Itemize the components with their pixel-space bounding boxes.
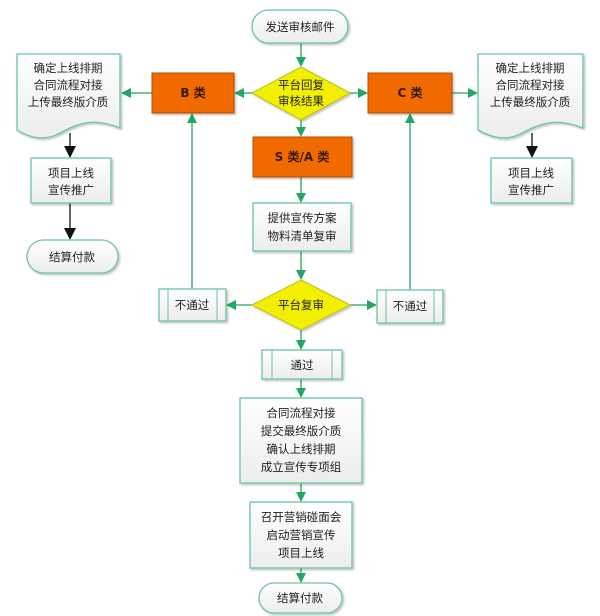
- contract-flow-box: 合同流程对接 提交最终版介质 确认上线排期 成立宣传专项组: [239, 397, 363, 484]
- provide-plan-box: 提供宣传方案 物料清单复审: [252, 202, 352, 252]
- category-c-box: C 类: [367, 72, 453, 114]
- left-fail-box: 不通过: [158, 288, 227, 322]
- provide-plan-line2: 物料清单复审: [268, 229, 337, 243]
- decision-platform-review-label: 平台复审: [278, 298, 324, 312]
- connectors: [121, 43, 478, 583]
- contract-flow-line4: 成立宣传专项组: [261, 460, 342, 474]
- category-c-label: C 类: [398, 85, 424, 100]
- right-launch-line1: 项目上线: [508, 166, 554, 180]
- marketing-meeting-line2: 启动营销宣传: [267, 528, 336, 542]
- right-launch-box: 项目上线 宣传推广: [490, 157, 573, 204]
- bottom-end-terminal: 结算付款: [258, 582, 343, 614]
- category-sa-box: S 类/A 类: [252, 136, 353, 178]
- marketing-meeting-box: 召开营销碰面会 启动营销宣传 项目上线: [249, 501, 353, 569]
- left-doc-line3: 上传最终版介质: [28, 95, 109, 109]
- contract-flow-line3: 确认上线排期: [267, 442, 336, 456]
- marketing-meeting-line1: 召开营销碰面会: [261, 510, 342, 524]
- right-fail-label: 不通过: [393, 299, 428, 313]
- right-doc-line1: 确定上线排期: [496, 61, 565, 75]
- right-doc-line3: 上传最终版介质: [490, 95, 571, 109]
- pass-label: 通过: [291, 358, 314, 372]
- left-document: 确定上线排期 合同流程对接 上传最终版介质: [16, 53, 121, 139]
- start-terminal: 发送审核邮件: [251, 9, 349, 44]
- decision-platform-review: 平台复审: [250, 279, 352, 331]
- black-connectors: [64, 133, 538, 240]
- left-doc-line2: 合同流程对接: [34, 78, 103, 92]
- category-b-box: B 类: [151, 72, 235, 114]
- start-label: 发送审核邮件: [266, 20, 335, 34]
- contract-flow-line1: 合同流程对接: [267, 406, 336, 420]
- marketing-meeting-line3: 项目上线: [278, 546, 324, 560]
- category-b-label: B 类: [180, 85, 206, 100]
- category-sa-label: S 类/A 类: [275, 149, 331, 164]
- left-fail-label: 不通过: [175, 298, 210, 312]
- decision-review-result-line1: 平台回复: [278, 78, 324, 92]
- contract-flow-line2: 提交最终版介质: [261, 424, 342, 438]
- right-launch-line2: 宣传推广: [508, 183, 554, 197]
- right-document: 确定上线排期 合同流程对接 上传最终版介质: [477, 53, 584, 139]
- left-end-terminal: 结算付款: [26, 239, 119, 274]
- left-launch-line2: 宣传推广: [48, 183, 94, 197]
- provide-plan-line1: 提供宣传方案: [268, 211, 337, 225]
- decision-review-result: 平台回复 审核结果: [250, 66, 352, 121]
- right-doc-line2: 合同流程对接: [496, 78, 565, 92]
- left-end-label: 结算付款: [49, 250, 95, 264]
- bottom-end-label: 结算付款: [277, 591, 323, 605]
- pass-box: 通过: [261, 349, 343, 380]
- left-launch-box: 项目上线 宣传推广: [30, 157, 112, 204]
- decision-review-result-line2: 审核结果: [278, 94, 324, 108]
- left-doc-line1: 确定上线排期: [34, 61, 103, 75]
- right-fail-box: 不通过: [376, 289, 444, 324]
- left-launch-line1: 项目上线: [48, 166, 94, 180]
